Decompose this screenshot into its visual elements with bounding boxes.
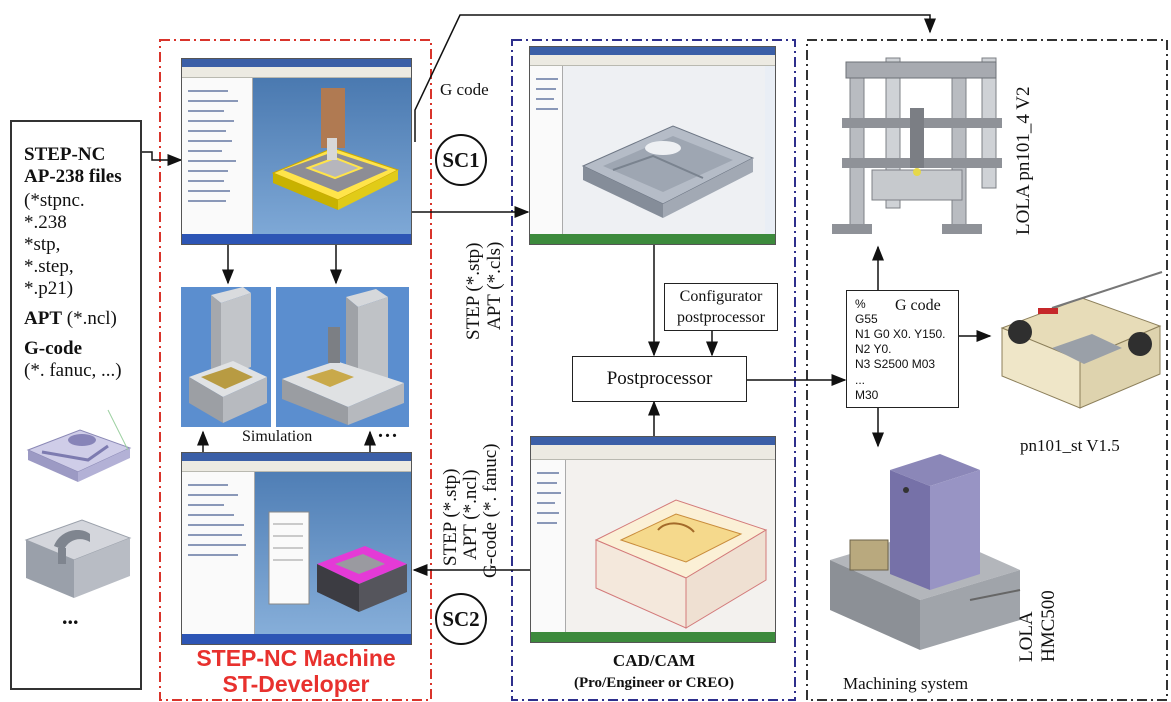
pn101-st-label: pn101_st V1.5 bbox=[1020, 436, 1120, 455]
gcode-line: % bbox=[855, 297, 866, 311]
cadcam-frame bbox=[511, 39, 796, 701]
gcode-top-label: G code bbox=[440, 80, 489, 99]
sc2-formats-line3: G-code (*. fanuc) bbox=[480, 443, 501, 578]
lola-hmc-label-line2: HMC500 bbox=[1038, 590, 1059, 662]
sc2-badge: SC2 bbox=[435, 593, 487, 645]
cam-screenshot-bottom bbox=[530, 436, 776, 643]
configurator-line2: postprocessor bbox=[677, 309, 765, 326]
lola-hmc-label-line1: LOLA bbox=[1016, 611, 1037, 662]
sc2-formats-line2: APT (*.ncl) bbox=[460, 469, 481, 560]
configurator-line1: Configurator bbox=[679, 288, 763, 305]
ext-step: *.step, bbox=[24, 256, 74, 277]
configurator-postprocessor-box: Configurator postprocessor bbox=[664, 283, 778, 331]
part-model-image-2 bbox=[24, 519, 132, 598]
sc2-formats-line1: STEP (*.stp) bbox=[440, 468, 461, 566]
cadcam-title-line1: CAD/CAM bbox=[612, 651, 696, 670]
st-developer-screenshot-bottom bbox=[181, 452, 412, 645]
simulation-label: Simulation bbox=[242, 428, 313, 445]
gcode-line: N1 G0 X0. Y150. bbox=[855, 327, 946, 341]
gcode-line: G55 bbox=[855, 312, 878, 326]
apt-label: APT (*.ncl) bbox=[24, 308, 117, 329]
gcode-line: ... bbox=[855, 373, 866, 387]
gcode-label: G-code bbox=[24, 338, 83, 359]
fanuc-ext: (*. fanuc, ...) bbox=[24, 360, 122, 381]
lola-pn101-v2-machine-image bbox=[832, 57, 1002, 234]
postprocessor-box: Postprocessor bbox=[572, 356, 747, 402]
ext-p21: *.p21) bbox=[24, 278, 74, 299]
more-files-ellipsis: ... bbox=[62, 604, 79, 629]
stpnc-ext: (*stpnc. bbox=[24, 190, 85, 211]
ext-238: *.238 bbox=[24, 212, 67, 233]
st-developer-frame bbox=[159, 39, 432, 701]
simulation-more-ellipsis: ... bbox=[378, 420, 399, 442]
part-model-image-1 bbox=[26, 409, 132, 482]
st-developer-title: STEP-NC Machine ST-Developer bbox=[166, 645, 426, 697]
gcode-program-box: G code % G55 N1 G0 X0. Y150. N2 Y0. N3 S… bbox=[846, 290, 959, 408]
step-nc-label: STEP-NC bbox=[24, 144, 106, 165]
sc1-formats-line1: STEP (*.stp) bbox=[463, 242, 484, 340]
st-developer-title-line1: STEP-NC Machine bbox=[196, 645, 396, 671]
sc1-formats-line2: APT (*.cls) bbox=[484, 241, 505, 330]
file-formats-panel: STEP-NC AP-238 files (*stpnc. *.238 *stp… bbox=[10, 120, 142, 690]
gcode-line: N3 S2500 M03 bbox=[855, 357, 936, 371]
gcode-line: M30 bbox=[855, 388, 879, 402]
lola-hmc500-machine-image bbox=[830, 454, 1021, 650]
machine-simulation-image-2 bbox=[276, 287, 409, 427]
cadcam-subtitle: (Pro/Engineer or CREO) bbox=[574, 675, 734, 691]
cadcam-title: CAD/CAM (Pro/Engineer or CREO) bbox=[514, 650, 794, 694]
ext-stp: *stp, bbox=[24, 234, 61, 255]
gcode-line: N2 Y0. bbox=[855, 342, 892, 356]
ap238-label: AP-238 files bbox=[24, 166, 122, 187]
cad-screenshot-top bbox=[529, 46, 776, 245]
sc1-badge: SC1 bbox=[435, 134, 487, 186]
pn101-st-machine-image bbox=[1000, 271, 1163, 409]
machining-frame bbox=[806, 39, 1168, 701]
gcode-box-header: G code bbox=[895, 297, 941, 314]
machine-simulation-image-1 bbox=[181, 287, 271, 427]
st-developer-title-line2: ST-Developer bbox=[222, 671, 370, 697]
lola-pn101-v2-label: LOLA pn101_4 V2 bbox=[1013, 86, 1034, 235]
machining-system-label: Machining system bbox=[843, 674, 969, 693]
st-machine-screenshot-top bbox=[181, 58, 412, 245]
